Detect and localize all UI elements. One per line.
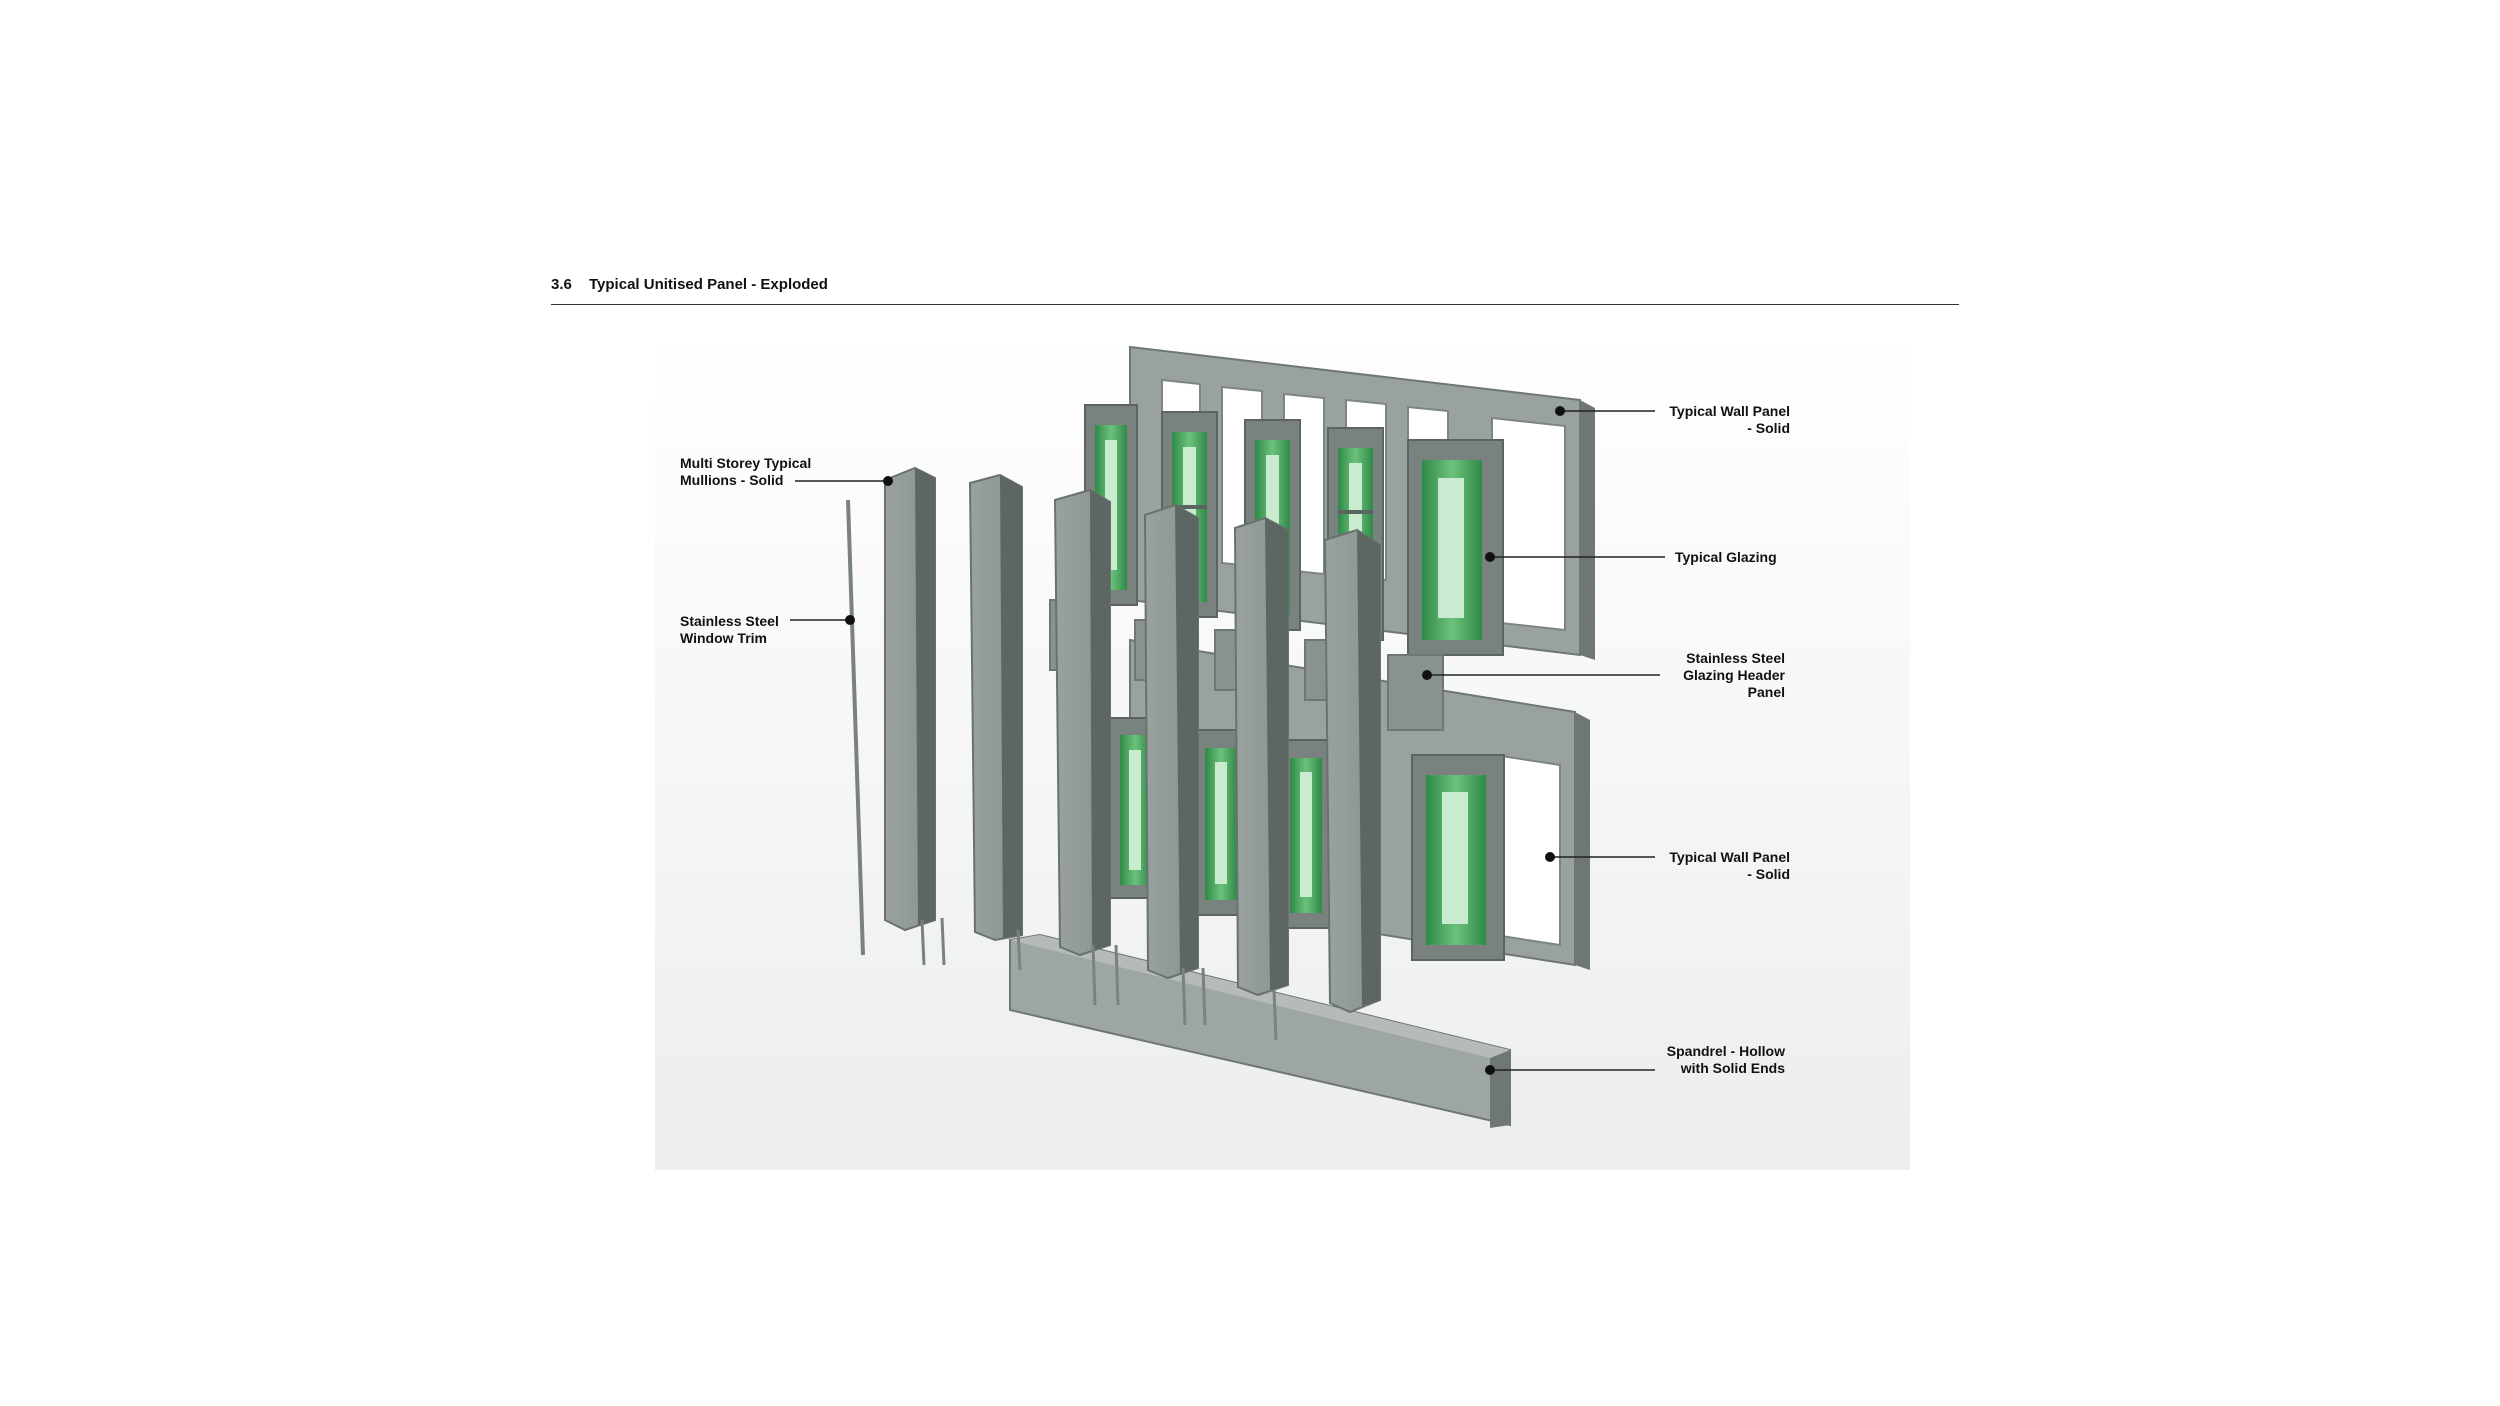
label-wall-panel-bottom: Typical Wall Panel - Solid [1669, 849, 1790, 883]
label-mullions-line2: Mullions - Solid [680, 472, 784, 488]
label-wall-panel-bottom-line2: - Solid [1747, 866, 1790, 882]
label-mullions: Multi Storey Typical Mullions - Solid [680, 455, 811, 489]
label-spandrel-line1: Spandrel - Hollow [1666, 1043, 1785, 1059]
section-number: 3.6 [551, 276, 572, 293]
label-mullions-line1: Multi Storey Typical [680, 455, 812, 471]
label-header-panel-line1: Stainless Steel [1686, 650, 1785, 666]
leader-lines [790, 406, 1665, 1075]
label-glazing: Typical Glazing [1675, 549, 1777, 566]
label-wall-panel-top-line2: - Solid [1747, 420, 1790, 436]
label-header-panel-line3: Panel [1747, 684, 1785, 700]
label-glazing-line1: Typical Glazing [1675, 549, 1777, 565]
page-header: 3.6 Typical Unitised Panel - Exploded [551, 270, 1959, 306]
section-title: Typical Unitised Panel - Exploded [589, 276, 828, 293]
header-rule [551, 304, 1959, 305]
label-wall-panel-bottom-line1: Typical Wall Panel [1669, 849, 1790, 865]
label-header-panel: Stainless Steel Glazing Header Panel [1683, 650, 1785, 701]
label-wall-panel-top-line1: Typical Wall Panel [1669, 403, 1790, 419]
label-window-trim: Stainless Steel Window Trim [680, 613, 779, 647]
label-spandrel: Spandrel - Hollow with Solid Ends [1667, 1043, 1785, 1077]
spandrel-beam [1009, 933, 1511, 1128]
label-header-panel-line2: Glazing Header [1683, 667, 1785, 683]
mullions [884, 466, 1381, 1041]
label-window-trim-line1: Stainless Steel [680, 613, 779, 629]
label-window-trim-line2: Window Trim [680, 630, 767, 646]
label-spandrel-line2: with Solid Ends [1680, 1060, 1785, 1076]
label-wall-panel-top: Typical Wall Panel - Solid [1669, 403, 1790, 437]
window-trim-rod [846, 499, 865, 956]
